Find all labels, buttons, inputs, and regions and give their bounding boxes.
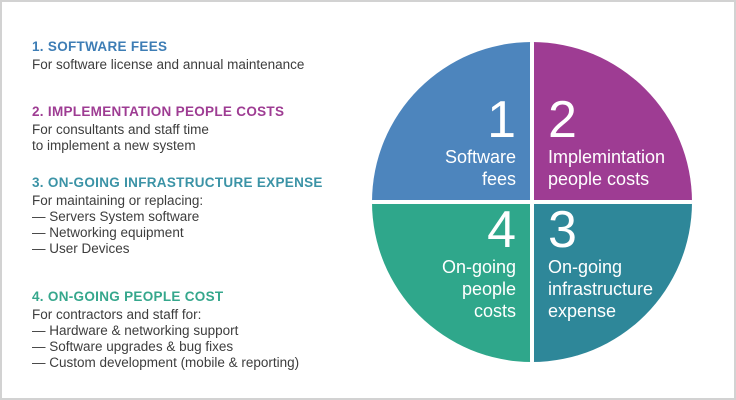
slice-number: 2 bbox=[548, 91, 577, 149]
slice-number: 4 bbox=[487, 201, 516, 259]
slice-number: 1 bbox=[487, 91, 516, 149]
section-line: For software license and annual maintena… bbox=[32, 57, 305, 72]
pie-divider-horizontal bbox=[372, 200, 692, 204]
section-bullet: — Servers System software bbox=[32, 209, 200, 224]
section-bullet: — User Devices bbox=[32, 241, 130, 256]
section-bullet: — Hardware & networking support bbox=[32, 323, 239, 338]
section-line: to implement a new system bbox=[32, 138, 196, 153]
slice-label-line: people bbox=[461, 279, 516, 299]
pie-chart: 1 Software fees 2 Implemintation people … bbox=[372, 42, 692, 362]
slice-number: 3 bbox=[548, 201, 577, 259]
section-bullet: — Software upgrades & bug fixes bbox=[32, 339, 234, 354]
legend-section-implementation-people-costs: 2. IMPLEMENTATION PEOPLE COSTS For consu… bbox=[32, 103, 382, 154]
section-title: 3. ON-GOING INFRASTRUCTURE EXPENSE bbox=[32, 175, 323, 190]
section-title: 2. IMPLEMENTATION PEOPLE COSTS bbox=[32, 104, 285, 119]
slice-label-line: costs bbox=[473, 301, 516, 321]
legend-section-ongoing-people-cost: 4. ON-GOING PEOPLE COST For contractors … bbox=[32, 288, 382, 371]
slice-label-line: On-going bbox=[441, 257, 516, 277]
pie-slice-implementation-people-costs: 2 Implemintation people costs bbox=[532, 42, 692, 202]
slice-label-line: Implemintation bbox=[548, 147, 666, 167]
slice-label-line: Software bbox=[444, 147, 516, 167]
section-bullet: — Networking equipment bbox=[32, 225, 184, 240]
slice-label-line: expense bbox=[548, 301, 617, 321]
legend-section-infrastructure-expense: 3. ON-GOING INFRASTRUCTURE EXPENSE For m… bbox=[32, 174, 382, 257]
pie-slice-ongoing-infrastructure-expense: 3 On-going infrastructure expense bbox=[532, 202, 692, 362]
slice-label-line: infrastructure bbox=[548, 279, 654, 299]
section-title: 4. ON-GOING PEOPLE COST bbox=[32, 289, 224, 304]
section-line: For contractors and staff for: bbox=[32, 307, 202, 322]
slice-label-line: fees bbox=[481, 169, 516, 189]
section-line: For maintaining or replacing: bbox=[32, 193, 204, 208]
section-bullet: — Custom development (mobile & reporting… bbox=[32, 355, 300, 370]
section-line: For consultants and staff time bbox=[32, 122, 209, 137]
legend-section-software-fees: 1. SOFTWARE FEES For software license an… bbox=[32, 38, 382, 73]
slice-label-line: On-going bbox=[548, 257, 623, 277]
cost-legend: 1. SOFTWARE FEES For software license an… bbox=[32, 38, 382, 371]
pie-slice-ongoing-people-costs: 4 On-going people costs bbox=[372, 202, 532, 362]
pie-slice-software-fees: 1 Software fees bbox=[372, 42, 532, 202]
slice-label-line: people costs bbox=[548, 169, 650, 189]
section-title: 1. SOFTWARE FEES bbox=[32, 39, 168, 54]
